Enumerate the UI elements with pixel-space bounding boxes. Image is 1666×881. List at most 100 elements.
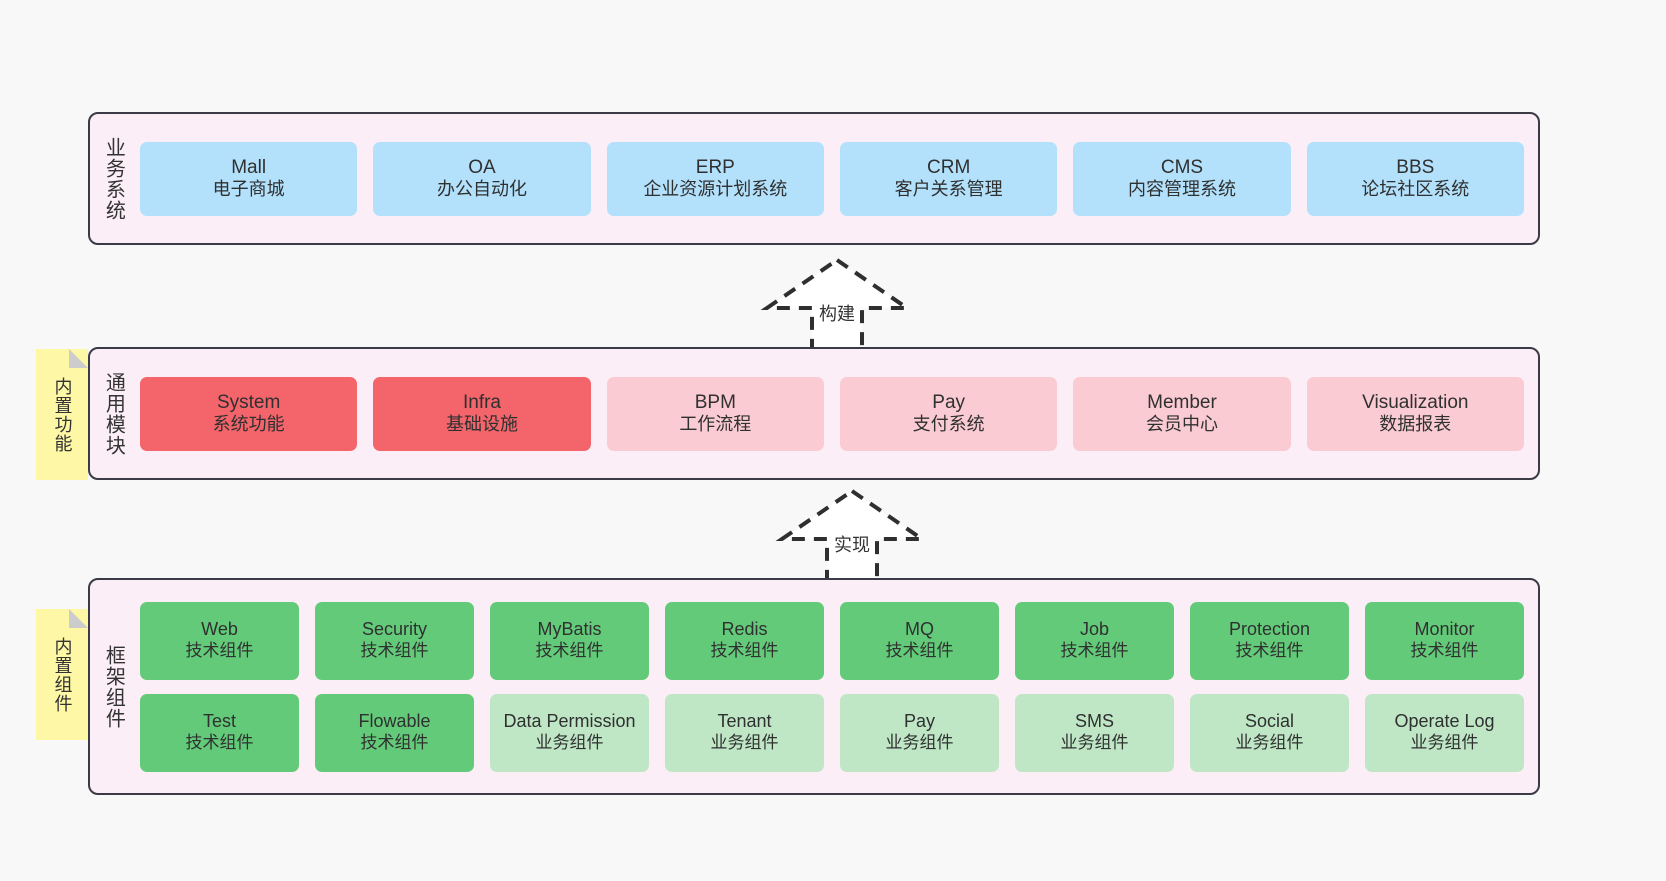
common-card-row: System 系统功能 Infra 基础设施 BPM 工作流程 Pay 支付系统… [140, 376, 1524, 451]
card-tenant-name: Tenant [717, 711, 772, 732]
connector-build-label: 构建 [819, 304, 855, 324]
connector-implement-arrow-icon [775, 488, 929, 583]
card-mybatis-desc: 技术组件 [535, 641, 604, 661]
card-visualization-name: Visualization [1362, 391, 1469, 413]
card-mall-desc: 电子商城 [212, 179, 285, 200]
card-member-desc: 会员中心 [1145, 414, 1218, 435]
card-cms[interactable]: CMS 内容管理系统 [1073, 141, 1291, 216]
card-data-permission-desc: 业务组件 [535, 733, 604, 753]
card-protection-desc: 技术组件 [1235, 641, 1304, 661]
layer-framework-components-title: 框架组件 [102, 644, 125, 729]
connector-build-arrow-icon [760, 257, 914, 352]
layer-common-modules-title: 通用模块 [102, 371, 125, 456]
card-mq-desc: 技术组件 [885, 641, 954, 661]
card-social-desc: 业务组件 [1235, 733, 1304, 753]
card-operate-log-desc: 业务组件 [1410, 733, 1479, 753]
card-flowable[interactable]: Flowable 技术组件 [315, 693, 474, 772]
card-system-name: System [216, 391, 281, 413]
card-bpm-desc: 工作流程 [679, 414, 752, 435]
card-oa[interactable]: OA 办公自动化 [373, 141, 591, 216]
card-mybatis-name: MyBatis [537, 619, 602, 640]
card-protection-name: Protection [1228, 619, 1311, 640]
layer-framework-components: 框架组件 Web 技术组件 Security 技术组件 MyBatis 技术组件… [88, 578, 1540, 795]
card-flowable-desc: 技术组件 [360, 733, 429, 753]
sticky-note-builtin-function-label: 内置功能 [52, 376, 73, 453]
card-data-permission-name: Data Permission [503, 711, 636, 732]
card-sms-desc: 业务组件 [1060, 733, 1129, 753]
card-security[interactable]: Security 技术组件 [315, 601, 474, 680]
card-web-desc: 技术组件 [185, 641, 254, 661]
card-test-desc: 技术组件 [185, 733, 254, 753]
card-pay-component[interactable]: Pay 业务组件 [840, 693, 999, 772]
card-data-permission[interactable]: Data Permission 业务组件 [490, 693, 649, 772]
card-pay-component-desc: 业务组件 [885, 733, 954, 753]
card-oa-name: OA [468, 156, 496, 178]
card-redis[interactable]: Redis 技术组件 [665, 601, 824, 680]
framework-card-row-business: Test 技术组件 Flowable 技术组件 Data Permission … [140, 693, 1524, 772]
business-card-row: Mall 电子商城 OA 办公自动化 ERP 企业资源计划系统 CRM 客户关系… [140, 141, 1524, 216]
card-system[interactable]: System 系统功能 [140, 376, 358, 451]
card-social[interactable]: Social 业务组件 [1190, 693, 1349, 772]
card-infra[interactable]: Infra 基础设施 [373, 376, 591, 451]
card-pay-module-desc: 支付系统 [912, 414, 985, 435]
card-crm-desc: 客户关系管理 [894, 179, 1003, 200]
card-mq-name: MQ [905, 619, 934, 640]
card-bpm[interactable]: BPM 工作流程 [606, 376, 824, 451]
connector-build: 构建 [760, 256, 914, 352]
card-security-desc: 技术组件 [360, 641, 429, 661]
card-tenant[interactable]: Tenant 业务组件 [665, 693, 824, 772]
card-tenant-desc: 业务组件 [710, 733, 779, 753]
connector-implement: 实现 [775, 487, 929, 583]
card-erp[interactable]: ERP 企业资源计划系统 [606, 141, 824, 216]
card-protection[interactable]: Protection 技术组件 [1190, 601, 1349, 680]
card-job-name: Job [1079, 619, 1110, 640]
card-mall-name: Mall [231, 156, 267, 178]
card-test[interactable]: Test 技术组件 [140, 693, 299, 772]
layer-business-systems-body: Mall 电子商城 OA 办公自动化 ERP 企业资源计划系统 CRM 客户关系… [136, 114, 1538, 243]
card-visualization-desc: 数据报表 [1379, 414, 1452, 435]
card-operate-log-name: Operate Log [1394, 711, 1495, 732]
card-crm[interactable]: CRM 客户关系管理 [839, 141, 1058, 216]
card-flowable-name: Flowable [358, 711, 431, 732]
card-bbs-desc: 论坛社区系统 [1361, 179, 1470, 200]
card-pay-module-name: Pay [932, 391, 966, 413]
card-bpm-name: BPM [694, 391, 736, 413]
layer-common-modules-body: System 系统功能 Infra 基础设施 BPM 工作流程 Pay 支付系统… [136, 349, 1538, 478]
card-redis-desc: 技术组件 [710, 641, 779, 661]
card-mall[interactable]: Mall 电子商城 [140, 141, 358, 216]
card-infra-name: Infra [462, 391, 501, 413]
card-monitor[interactable]: Monitor 技术组件 [1365, 601, 1524, 680]
sticky-note-builtin-function: 内置功能 [36, 349, 88, 480]
card-member[interactable]: Member 会员中心 [1073, 376, 1291, 451]
sticky-note-builtin-component-label: 内置组件 [52, 636, 73, 713]
connector-implement-label: 实现 [834, 535, 870, 555]
card-visualization[interactable]: Visualization 数据报表 [1306, 376, 1524, 451]
layer-framework-components-body: Web 技术组件 Security 技术组件 MyBatis 技术组件 Redi… [136, 580, 1538, 793]
card-erp-desc: 企业资源计划系统 [643, 179, 788, 200]
layer-business-systems: 业务系统 Mall 电子商城 OA 办公自动化 ERP 企业资源计划系统 CRM… [88, 112, 1540, 245]
layer-business-systems-title: 业务系统 [102, 136, 125, 221]
layer-common-modules: 通用模块 System 系统功能 Infra 基础设施 BPM 工作流程 Pay… [88, 347, 1540, 480]
card-sms[interactable]: SMS 业务组件 [1015, 693, 1174, 772]
card-test-name: Test [202, 711, 236, 732]
card-job[interactable]: Job 技术组件 [1015, 601, 1174, 680]
card-social-name: Social [1244, 711, 1295, 732]
card-erp-name: ERP [695, 156, 735, 178]
card-pay-module[interactable]: Pay 支付系统 [839, 376, 1058, 451]
card-web-name: Web [201, 619, 238, 640]
card-web[interactable]: Web 技术组件 [140, 601, 299, 680]
card-job-desc: 技术组件 [1060, 641, 1129, 661]
card-pay-component-name: Pay [903, 711, 936, 732]
card-mybatis[interactable]: MyBatis 技术组件 [490, 601, 649, 680]
framework-card-row-technical: Web 技术组件 Security 技术组件 MyBatis 技术组件 Redi… [140, 601, 1524, 680]
card-infra-desc: 基础设施 [445, 414, 518, 435]
card-system-desc: 系统功能 [212, 414, 285, 435]
card-sms-name: SMS [1074, 711, 1114, 732]
card-operate-log[interactable]: Operate Log 业务组件 [1365, 693, 1524, 772]
card-monitor-name: Monitor [1414, 619, 1475, 640]
card-crm-name: CRM [927, 156, 971, 178]
card-redis-name: Redis [721, 619, 768, 640]
card-mq[interactable]: MQ 技术组件 [840, 601, 999, 680]
card-bbs[interactable]: BBS 论坛社区系统 [1306, 141, 1524, 216]
